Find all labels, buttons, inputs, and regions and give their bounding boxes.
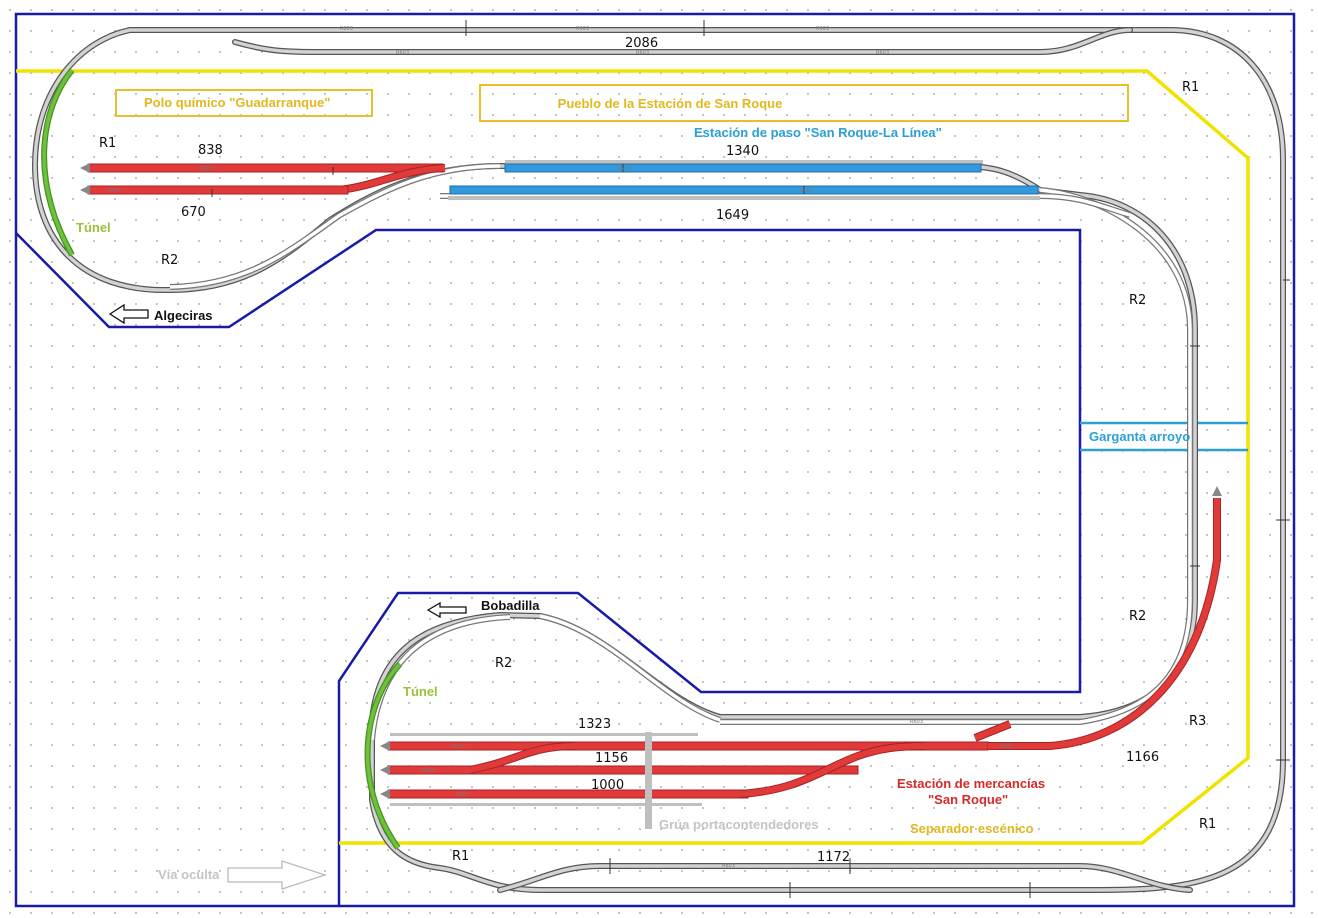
radius-r2-top-left: R2 (161, 253, 178, 268)
scenic-separator-line (16, 69, 1250, 845)
length-1172: 1172 (817, 850, 850, 865)
crane-label: Grúa portacontendedores (659, 817, 819, 832)
passing-platform-bottom (448, 196, 1040, 200)
gorge-label: Garganta arroyo (1089, 429, 1190, 444)
length-top-main: 2086 (625, 36, 658, 51)
siding-670 (87, 185, 349, 195)
freight-track-1000 (387, 789, 749, 799)
piece-code: R603 (816, 26, 829, 32)
board-cut-top-left (15, 228, 1082, 906)
main-loop-fill (33, 28, 1285, 892)
chem-pole-box (115, 89, 373, 117)
piece-code: R603 (396, 50, 409, 56)
yard-guide-bottom (390, 803, 702, 806)
radius-r1-top-left: R1 (99, 136, 116, 151)
arrow-algeciras (108, 303, 149, 325)
length-1340: 1340 (726, 144, 759, 159)
length-1156: 1156 (595, 751, 628, 766)
town-box (479, 84, 1129, 122)
length-1000: 1000 (591, 778, 624, 793)
piece-code: R603 (340, 26, 353, 32)
piece-code: R603 (456, 792, 469, 798)
buffer-stop-670 (80, 185, 90, 195)
tunnel-top-label: Túnel (76, 220, 111, 235)
radius-r2-right-upper: R2 (1129, 293, 1146, 308)
hidden-track-label: Vía oculta (158, 867, 220, 882)
piece-code: R603 (722, 863, 735, 869)
length-1649: 1649 (716, 208, 749, 223)
passing-track-1340 (504, 163, 982, 173)
tunnel-bottom-label: Túnel (403, 684, 438, 699)
radius-r2-right-lower: R2 (1129, 609, 1146, 624)
piece-code: R603 (200, 166, 213, 172)
radius-r1-bottom-left: R1 (452, 849, 469, 864)
chem-sidings (80, 163, 446, 195)
siding-838 (87, 163, 444, 173)
freight-track-1156 (387, 765, 859, 775)
passing-track-1649 (449, 185, 1039, 195)
main-loop-track (31, 27, 1286, 893)
radius-r1-bottom-right: R1 (1199, 817, 1216, 832)
buffer-stop-838 (80, 163, 90, 173)
piece-code: R603 (617, 166, 630, 172)
passing-platform-top (505, 160, 983, 164)
radius-r1-top-right: R1 (1182, 80, 1199, 95)
track-joints (211, 20, 1290, 898)
piece-code: R603 (576, 26, 589, 32)
length-1166: 1166 (1126, 750, 1159, 765)
bobadilla-label: Bobadilla (481, 598, 540, 613)
piece-code: R600 (1000, 744, 1013, 750)
arrow-hidden-track (227, 860, 328, 890)
radius-r3: R3 (1189, 714, 1206, 729)
radius-r2-bottom-loop: R2 (495, 656, 512, 671)
town-label: Pueblo de la Estación de San Roque (558, 96, 783, 111)
piece-code: R603 (452, 744, 465, 750)
freight-yard (380, 486, 1222, 806)
container-crane (645, 732, 652, 829)
piece-code: R600 (108, 188, 121, 194)
piece-code: R603 (876, 50, 889, 56)
length-838: 838 (198, 143, 223, 158)
piece-code: R603 (636, 50, 649, 56)
arrow-bobadilla (426, 601, 467, 619)
piece-code: R600 (422, 768, 435, 774)
buffer-stop-1323 (380, 741, 390, 751)
freight-station-label-2: "San Roque" (928, 792, 1008, 807)
buffer-stop-1000 (380, 789, 390, 799)
length-1323: 1323 (578, 717, 611, 732)
freight-station-label-1: Estación de mercancías (897, 776, 1045, 791)
length-670: 670 (181, 205, 206, 220)
piece-code: R603 (910, 719, 923, 725)
yard-guide-top (390, 733, 698, 736)
buffer-stop-1166 (1212, 486, 1222, 496)
board-outline (14, 12, 1296, 908)
scenic-separator-label: Separador escénico (910, 821, 1034, 836)
buffer-stop-1156 (380, 765, 390, 775)
algeciras-label: Algeciras (154, 308, 213, 323)
chem-pole-label: Polo químico "Guadarranque" (144, 95, 330, 110)
piece-code: R603 (800, 188, 813, 194)
passing-station-label: Estación de paso "San Roque-La Línea" (694, 125, 942, 140)
